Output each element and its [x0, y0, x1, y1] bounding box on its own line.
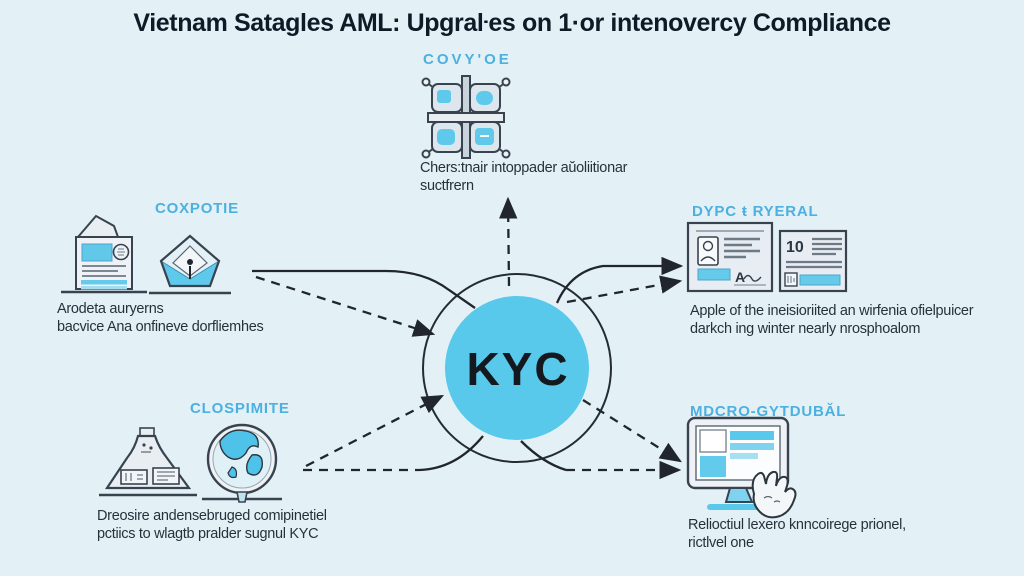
caption-top-left-line2: bacvice Ana onfineve dorfliemhes: [57, 318, 264, 335]
caption-top-right-line2: darkch ing winter nearly nrosphoalom: [690, 320, 921, 337]
hand-pointer-icon: [751, 470, 797, 519]
caption-top-left: Arodeta auryerns bacvice Ana onfineve do…: [57, 301, 264, 336]
caption-bottom-left-line1: Dreosire andensebruged comipinetiel: [97, 508, 327, 524]
section-heading-top-center: COVY'OE: [423, 51, 512, 68]
caption-bottom-right-line1: Relioctiul lexero knncoirege prionel,: [688, 517, 906, 533]
invoice-number-text: 10: [786, 239, 804, 256]
caption-top-right-line1: Apple of the ineisioriited an wirfenia o…: [690, 303, 974, 319]
page-title: Vietnam Satagles AML: Upgraŀes on 1·or i…: [133, 9, 891, 37]
caption-bottom-right-line2: rictlvel one: [688, 534, 754, 551]
caption-top-center-line1: Chers:tnair intoppader aŭoliitionar: [420, 160, 628, 176]
caption-bottom-right: Relioctiul lexero knncoirege prionel, ri…: [688, 517, 906, 552]
kyc-label: KYC: [466, 343, 570, 395]
monitor-hand-icon: [686, 416, 797, 519]
caption-bottom-left: Dreosire andensebruged comipinetiel pcti…: [97, 508, 327, 543]
caption-top-left-line1: Arodeta auryerns: [57, 301, 164, 317]
section-heading-bottom-right: MDCRO-GYTDUBĂL: [690, 403, 847, 420]
bank-building-icon: [99, 427, 197, 497]
globe-icon: [202, 423, 282, 503]
id-card-signature-text: A: [735, 269, 745, 285]
section-heading-top-right: DYPC ŧ RYERAL: [692, 203, 819, 220]
section-heading-bottom-left: CLOSPIMITE: [190, 400, 290, 417]
caption-bottom-left-line2: pctiics to wlagtb pralder sugnul KYC: [97, 525, 319, 542]
caption-top-center: Chers:tnair intoppader aŭoliitionar suct…: [420, 160, 627, 195]
caption-top-right: Apple of the ineisioriited an wirfenia o…: [690, 303, 974, 338]
caption-top-center-line2: suctfrern: [420, 177, 474, 194]
invoice-icon: 10: [778, 229, 848, 293]
blockchain-grid-icon: [421, 75, 511, 159]
shield-icon: [149, 234, 231, 295]
id-card-icon: A: [686, 221, 774, 293]
section-heading-top-left: COXPOTIE: [155, 200, 239, 217]
report-document-icon: [61, 214, 147, 294]
